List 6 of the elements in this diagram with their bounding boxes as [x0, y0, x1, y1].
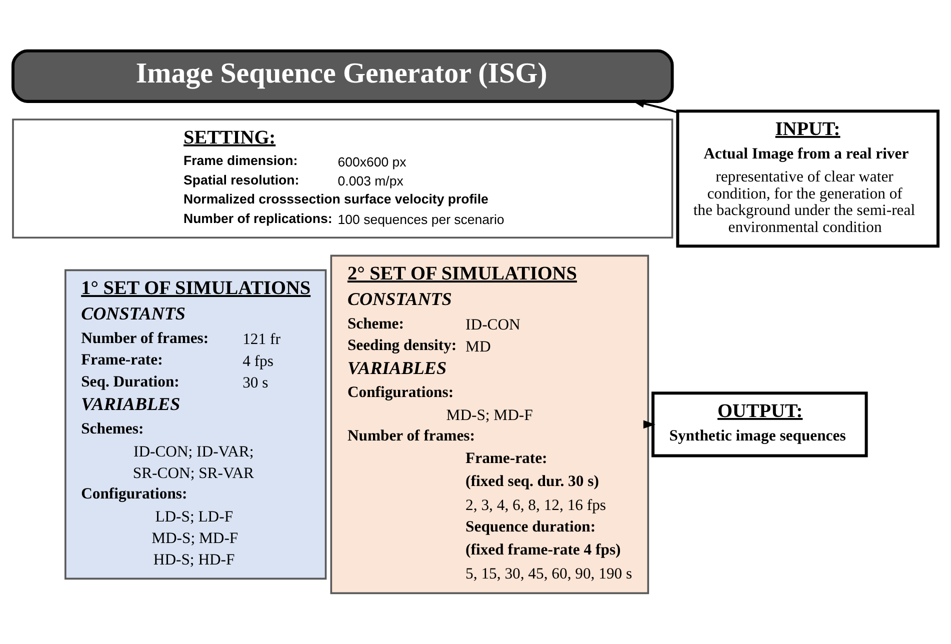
node-box: 1° SET OF SIMULATIONS CONSTANTS Number of frames: 121 fr Frame-rate: 4 fps Seq. Duration: 30 s VARIABLES Schemes: ID-CON; ID-VAR; SR-CON; SR-VAR Configurations: LD-S; LD-F MD-S; MD-F HD-S; HD-F [64, 269, 327, 580]
node-box: INPUT: Actual Image from a real river representative of clear water condition, for the generation of the background under the semi-real environmental condition [676, 110, 940, 248]
node-box: Image Sequence Generator (ISG) [11, 49, 674, 103]
node-box: SETTING: Frame dimension: 600x600 px Spatial resolution: 0.003 m/px Normalized crosssection surface velocity profile Number of replications: 100 sequences per scenario [12, 118, 674, 239]
node-box: OUTPUT: Synthetic image sequences [651, 392, 868, 458]
arrow [643, 420, 656, 429]
